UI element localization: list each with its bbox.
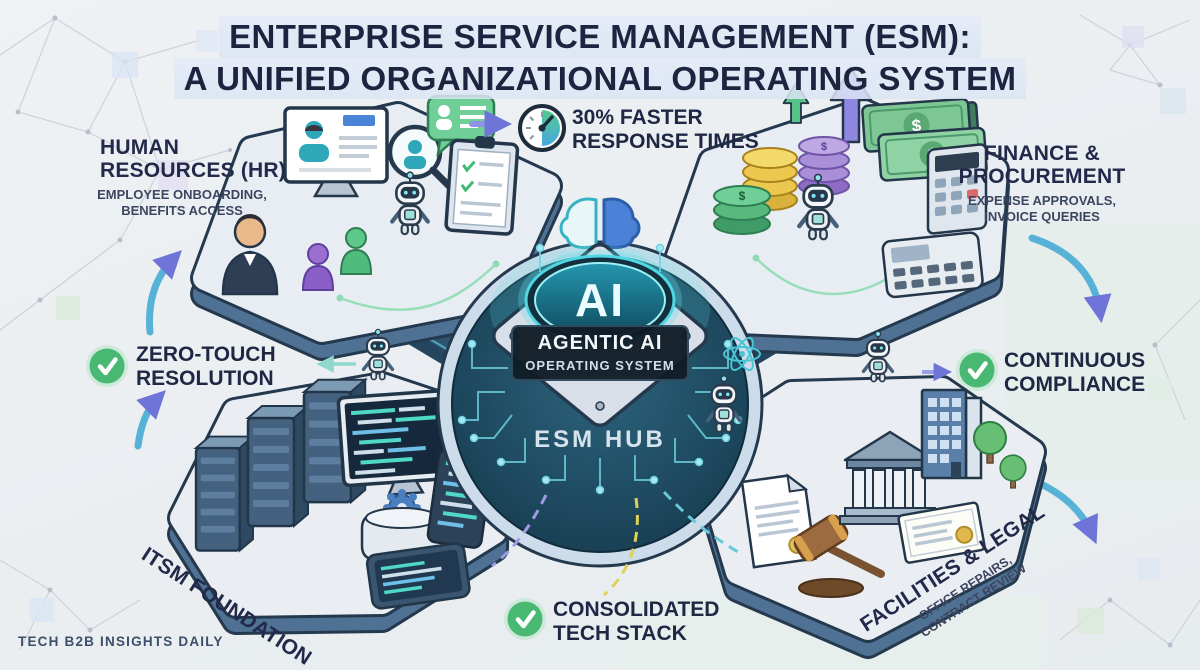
cycle-arrows (134, 234, 1112, 545)
gauge-icon (518, 104, 566, 152)
title-line-1: ENTERPRISE SERVICE MANAGEMENT (ESM): (219, 16, 981, 58)
check-icon-compliance (956, 349, 998, 391)
finance-icons: $ $ $ $ (713, 66, 988, 299)
curved-arrow-up-left-icon (146, 250, 182, 336)
svg-text:$: $ (911, 116, 922, 136)
curved-arrow-down-right-icon (1028, 234, 1112, 324)
connector-purple (491, 494, 548, 568)
curved-arrow-up-lower-left-icon (134, 390, 166, 450)
mesh-squares (30, 26, 1186, 634)
operating-system-label: OPERATING SYSTEM (525, 358, 674, 373)
atom-icon (723, 337, 761, 371)
agentic-ai-label: AGENTIC AI (538, 332, 663, 354)
hr-subtitle: EMPLOYEE ONBOARDING, BENEFITS ACCESS (97, 187, 267, 218)
finance-section-label: FINANCE & PROCUREMENT EXPENSE APPROVALS,… (952, 142, 1132, 224)
callout-tech-stack: CONSOLIDATED TECH STACK (553, 598, 720, 645)
businessman-icon (221, 214, 279, 296)
hr-icons (221, 94, 520, 312)
callout-response-times: 30% FASTER RESPONSE TIMES (572, 106, 759, 153)
facilities-section-label: FACILITIES & LEGAL OFFICE REPAIRS, CONTR… (836, 500, 1088, 658)
finance-title: FINANCE & PROCUREMENT (958, 142, 1126, 189)
server-icon (246, 404, 310, 528)
calculator-standing-icon (926, 143, 988, 235)
finance-flow-line (755, 257, 899, 296)
office-building-icon (920, 388, 983, 480)
tablet-icon (365, 542, 471, 610)
title-line-2: A UNIFIED ORGANIZATIONAL OPERATING SYSTE… (173, 57, 1027, 100)
page-title: ENTERPRISE SERVICE MANAGEMENT (ESM): A U… (0, 16, 1200, 100)
circuit-traces (466, 252, 734, 486)
person-purple-icon (301, 243, 335, 291)
hr-title: HUMAN RESOURCES (HR) (100, 136, 286, 183)
connector-yellow (603, 497, 639, 597)
connector-teal (662, 490, 739, 554)
brand-footer: TECH B2B INSIGHTS DAILY (18, 634, 224, 649)
magnifier-icon (387, 124, 459, 196)
brain-icon (559, 197, 641, 250)
svg-text:$: $ (739, 189, 746, 203)
itsm-icons (194, 378, 494, 610)
esm-hub-label: ESM HUB (534, 426, 666, 453)
monitor-icon (283, 106, 389, 198)
certificate-icon (897, 501, 986, 564)
check-icon-zero-touch (86, 345, 128, 387)
check-icon-tech-stack (504, 598, 546, 640)
facilities-icons (740, 388, 1027, 598)
ai-chip: AI AGENTIC AI OPERATING SYSTEM (490, 243, 710, 427)
callout-compliance: CONTINUOUS COMPLIANCE (1004, 349, 1146, 396)
calculator-flat-icon (881, 231, 984, 299)
coin-stack-green-icon: $ (713, 185, 771, 235)
finance-subtitle: EXPENSE APPROVALS, INVOICE QUERIES (967, 193, 1117, 224)
callout-zero-touch: ZERO-TOUCH RESOLUTION (136, 343, 276, 390)
hr-flow-line (339, 263, 497, 312)
hub-connectors (491, 490, 739, 597)
ai-chip-label: AI (575, 274, 625, 326)
coin-stack-purple-icon: $ (798, 136, 850, 196)
courthouse-icon (839, 430, 941, 525)
svg-text:$: $ (821, 141, 827, 153)
gavel-icon (793, 514, 885, 598)
server-icon (194, 435, 255, 552)
clipboard-icon (444, 135, 520, 236)
person-green-icon (339, 227, 373, 275)
hr-section-label: HUMAN RESOURCES (HR) EMPLOYEE ONBOARDING… (97, 136, 300, 218)
